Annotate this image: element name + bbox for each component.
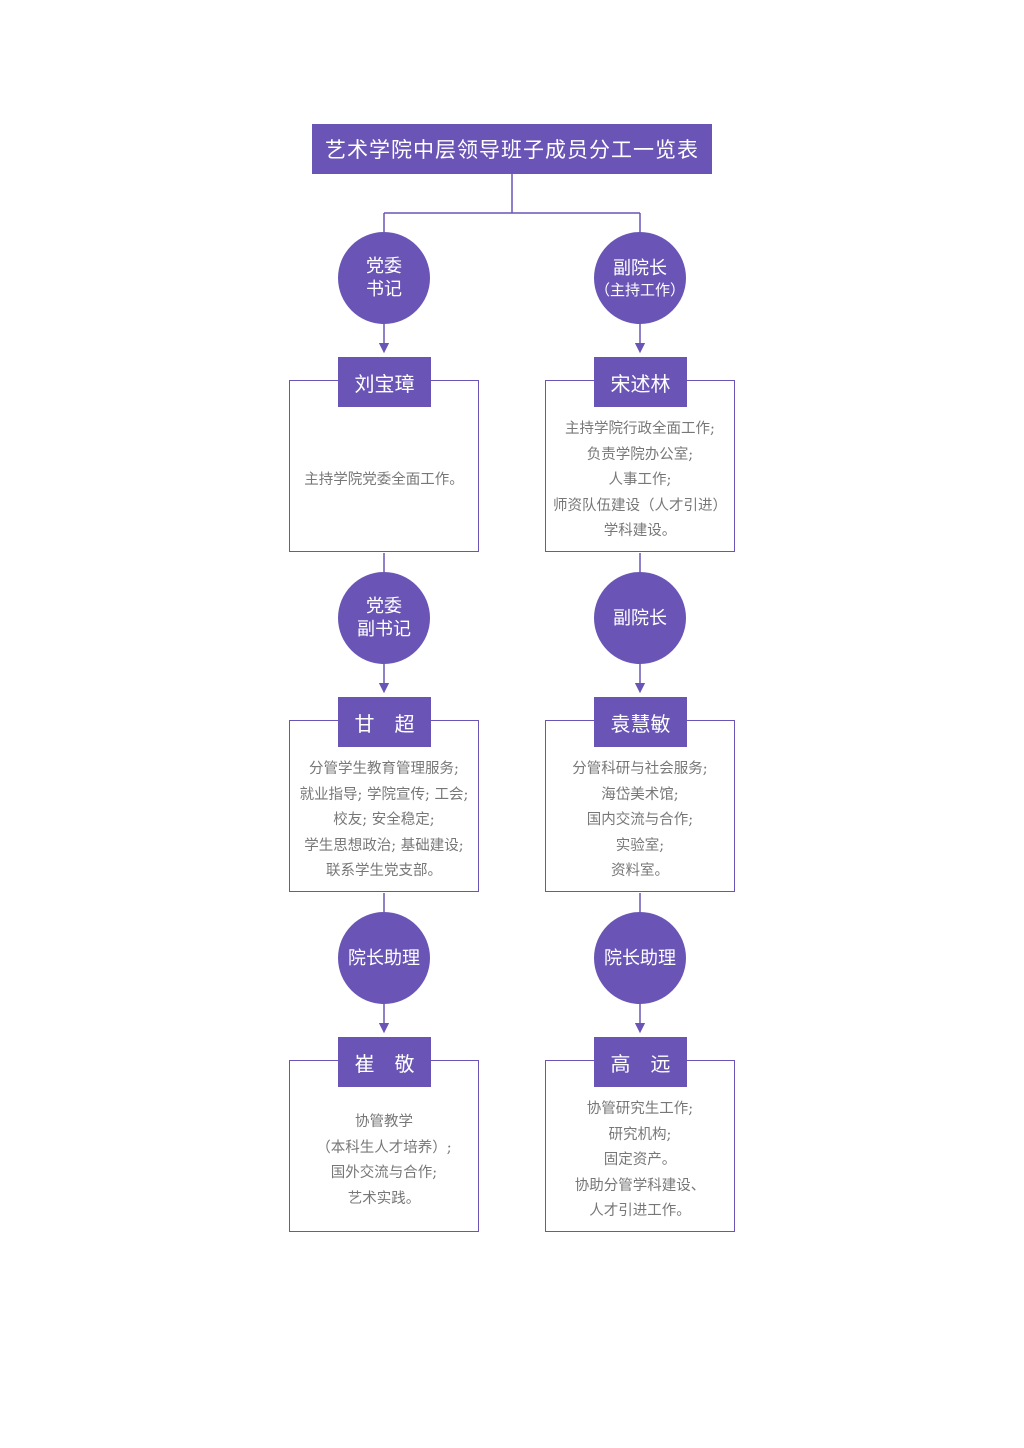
duty-box-vice-dean-executive: 主持学院行政全面工作; 负责学院办公室; 人事工作; 师资队伍建设（人才引进） … <box>545 380 735 552</box>
duty-item: 联系学生党支部。 <box>326 863 442 880</box>
role-line: 副院长 <box>613 257 667 279</box>
role-line: 院长助理 <box>604 947 676 969</box>
person-name-dean-assistant-right: 高 远 <box>594 1037 687 1087</box>
role-circle-deputy-party-secretary: 党委 副书记 <box>338 572 430 664</box>
duty-item: 海岱美术馆; <box>601 786 679 803</box>
duty-item: 国外交流与合作; <box>330 1165 438 1181</box>
role-circle-vice-dean-executive: 副院长 （主持工作） <box>594 232 686 324</box>
role-circle-vice-dean: 副院长 <box>594 572 686 664</box>
duty-item: 师资队伍建设（人才引进） <box>553 497 727 514</box>
duty-item: 人才引进工作。 <box>589 1203 691 1220</box>
duty-item: 负责学院办公室; <box>586 446 694 463</box>
duty-list: 主持学院党委全面工作。 <box>290 411 478 551</box>
person-name-party-secretary: 刘宝璋 <box>338 357 431 407</box>
person-name-vice-dean-executive: 宋述林 <box>594 357 687 407</box>
duty-list: 协管教学 （本科生人才培养）; 国外交流与合作; 艺术实践。 <box>290 1091 478 1231</box>
role-line: 党委 <box>366 596 402 617</box>
duty-box-party-secretary: 主持学院党委全面工作。 <box>289 380 479 552</box>
duty-item: 实验室; <box>615 837 665 854</box>
duty-item: 协管教学 <box>355 1114 413 1130</box>
duty-box-dean-assistant-left: 协管教学 （本科生人才培养）; 国外交流与合作; 艺术实践。 <box>289 1060 479 1232</box>
duty-list: 协管研究生工作; 研究机构; 固定资产。 协助分管学科建设、 人才引进工作。 <box>546 1091 734 1231</box>
duty-item: 资料室。 <box>611 863 669 880</box>
duty-item: 固定资产。 <box>603 1152 677 1169</box>
duty-item: 国内交流与合作; <box>586 812 694 829</box>
duty-item: 研究机构; <box>608 1126 672 1143</box>
duty-item: 艺术实践。 <box>347 1190 421 1207</box>
duty-item: 主持学院行政全面工作; <box>565 421 715 438</box>
duty-list: 分管学生教育管理服务; 就业指导; 学院宣传; 工会; 校友; 安全稳定; 学生… <box>290 751 478 891</box>
duty-item: 分管学生教育管理服务; <box>309 761 459 778</box>
duty-item: 就业指导; 学院宣传; 工会; <box>299 786 469 803</box>
duty-item: 校友; 安全稳定; <box>333 812 435 829</box>
duty-box-vice-dean: 分管科研与社会服务; 海岱美术馆; 国内交流与合作; 实验室; 资料室。 <box>545 720 735 892</box>
duty-item: 人事工作; <box>608 472 672 489</box>
title-connector <box>383 174 641 232</box>
role-circle-dean-assistant-right: 院长助理 <box>594 912 686 1004</box>
duty-item: 协管研究生工作; <box>586 1101 694 1118</box>
duty-box-deputy-party-secretary: 分管学生教育管理服务; 就业指导; 学院宣传; 工会; 校友; 安全稳定; 学生… <box>289 720 479 892</box>
page-title: 艺术学院中层领导班子成员分工一览表 <box>312 124 712 174</box>
duty-list: 主持学院行政全面工作; 负责学院办公室; 人事工作; 师资队伍建设（人才引进） … <box>546 411 734 551</box>
role-note: （主持工作） <box>594 280 685 299</box>
duty-item: 协助分管学科建设、 <box>574 1177 706 1194</box>
role-line: 书记 <box>366 279 402 300</box>
role-line: 院长助理 <box>348 947 420 969</box>
role-line: 党委 <box>366 256 402 277</box>
person-name-vice-dean: 袁慧敏 <box>594 697 687 747</box>
role-line: 副书记 <box>357 619 411 640</box>
role-circle-party-secretary: 党委 书记 <box>338 232 430 324</box>
person-name-deputy-party-secretary: 甘 超 <box>338 697 431 747</box>
person-name-dean-assistant-left: 崔 敬 <box>338 1037 431 1087</box>
role-line: 副院长 <box>613 607 667 629</box>
duty-item: 分管科研与社会服务; <box>572 761 708 778</box>
duty-item: 学科建设。 <box>603 523 677 540</box>
duty-list: 分管科研与社会服务; 海岱美术馆; 国内交流与合作; 实验室; 资料室。 <box>546 751 734 891</box>
role-circle-dean-assistant-left: 院长助理 <box>338 912 430 1004</box>
duty-item: （本科生人才培养）; <box>316 1139 452 1156</box>
duty-item: 主持学院党委全面工作。 <box>304 472 464 489</box>
duty-item: 学生思想政治; 基础建设; <box>304 837 464 854</box>
